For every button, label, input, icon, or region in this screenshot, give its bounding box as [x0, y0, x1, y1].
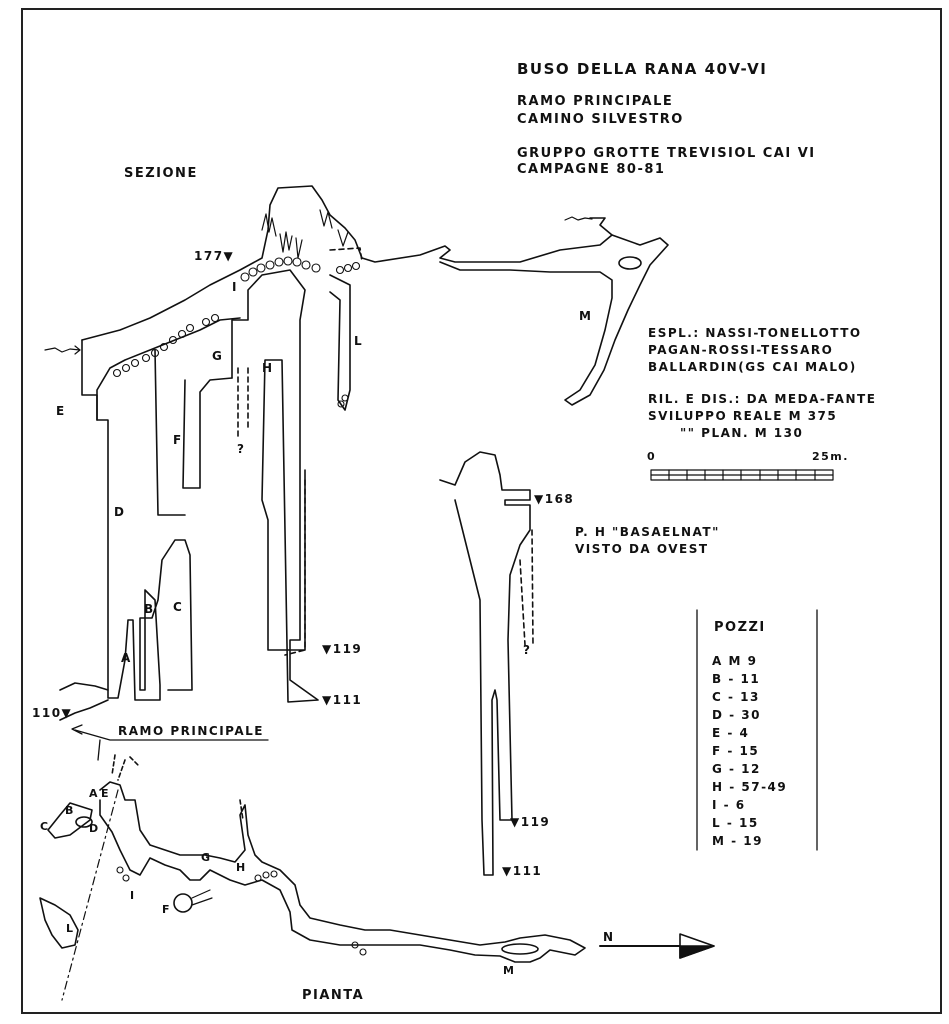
plan-label-m: M	[503, 964, 516, 977]
plan-label-f: F	[162, 903, 172, 916]
plan-section-axis	[61, 789, 119, 1001]
ramo-principale-arrow	[71, 724, 269, 761]
pozzi-row-a: A M 9	[712, 654, 758, 668]
plan-label-i: I	[130, 889, 136, 902]
north-arrow	[599, 933, 715, 959]
pozzi-row-f: F - 15	[712, 744, 760, 758]
section-label-b: B	[144, 602, 155, 616]
pozzi-row-i: I - 6	[712, 798, 746, 812]
plan-label-e: E	[101, 787, 111, 800]
section-question-2: ?	[523, 643, 532, 657]
pit-h-name: P. H "BASAELNAT"	[575, 525, 720, 539]
depth-111-west: ▼111	[502, 864, 543, 878]
scale-start: 0	[647, 450, 657, 463]
pozzi-row-c: C - 13	[712, 690, 760, 704]
branch-name: RAMO PRINCIPALE	[517, 94, 674, 109]
pozzi-row-l: L - 15	[712, 816, 759, 830]
depth-110: 110▼	[32, 706, 73, 720]
plan-boulders	[116, 866, 367, 956]
plan-cave-outline	[39, 754, 586, 963]
pozzi-row-g: G - 12	[712, 762, 761, 776]
section-label-d: D	[114, 505, 126, 519]
north-label: N	[603, 930, 615, 944]
section-label-e: E	[56, 404, 66, 418]
section-title: SEZIONE	[124, 166, 198, 181]
plan-development: "" PLAN. M 130	[680, 426, 804, 440]
section-label-i: I	[232, 280, 238, 294]
pozzi-row-h: H - 57-49	[712, 780, 788, 794]
depth-119-section: ▼119	[322, 642, 363, 656]
section-label-g: G	[212, 349, 224, 363]
inflow-arrow-right	[564, 216, 593, 221]
section-question-1: ?	[237, 442, 246, 456]
plan-label-c: C	[40, 820, 50, 833]
inflow-arrow-left	[44, 345, 81, 355]
pozzi-legend-rules	[696, 609, 818, 851]
plan-title: PIANTA	[302, 988, 365, 1003]
depth-111-section: ▼111	[322, 693, 363, 707]
view-direction: VISTO DA OVEST	[575, 542, 709, 556]
exploration-credits: ESPL.: NASSI-TONELLOTTO	[648, 326, 862, 340]
section-label-c: C	[173, 600, 184, 614]
plan-shaft-l	[39, 897, 79, 949]
real-development: SVILUPPO REALE M 375	[648, 409, 838, 423]
depth-168: ▼168	[534, 492, 575, 506]
group-name: GRUPPO GROTTE TREVISIOL CAI VI	[517, 146, 816, 161]
scale-end: 25m.	[812, 450, 849, 463]
scale-bar	[650, 469, 834, 481]
plan-label-g: G	[201, 851, 212, 864]
chamber-m	[618, 256, 642, 270]
camino-name: CAMINO SILVESTRO	[517, 112, 684, 127]
pozzi-row-d: D - 30	[712, 708, 761, 722]
depth-177: 177▼	[194, 249, 235, 263]
section-label-m: M	[579, 309, 593, 323]
survey-credits: RIL. E DIS.: DA MEDA-FANTE	[648, 392, 877, 406]
plan-label-a: A	[89, 787, 100, 800]
exploration-credits-3: BALLARDIN(GS CAI MALO)	[648, 360, 857, 374]
plan-label-h: H	[236, 861, 247, 874]
drawing-frame	[21, 8, 942, 1014]
depth-119-west: ▼119	[510, 815, 551, 829]
section-label-f: F	[173, 433, 183, 447]
pozzi-row-e: E - 4	[712, 726, 750, 740]
plan-label-d: D	[89, 822, 100, 835]
section-label-h: H	[262, 361, 274, 375]
pit-h-west-outline	[439, 451, 534, 876]
ramo-principale-label: RAMO PRINCIPALE	[118, 724, 264, 738]
pozzi-row-b: B - 11	[712, 672, 761, 686]
section-label-l: L	[354, 334, 364, 348]
pozzi-row-m: M - 19	[712, 834, 763, 848]
plan-chamber-m	[501, 943, 539, 955]
stalactite-fringe	[261, 209, 349, 259]
plan-label-b: B	[65, 804, 75, 817]
campaign-years: CAMPAGNE 80-81	[517, 162, 666, 177]
plan-label-l: L	[66, 922, 75, 935]
exploration-credits-2: PAGAN-ROSSI-TESSARO	[648, 343, 834, 357]
pozzi-title: POZZI	[714, 620, 766, 635]
cave-title: BUSO DELLA RANA 40V-VI	[517, 60, 768, 78]
boulder-chain	[112, 256, 361, 408]
section-cave-outline	[59, 185, 669, 721]
plan-shaft-f	[173, 893, 193, 913]
